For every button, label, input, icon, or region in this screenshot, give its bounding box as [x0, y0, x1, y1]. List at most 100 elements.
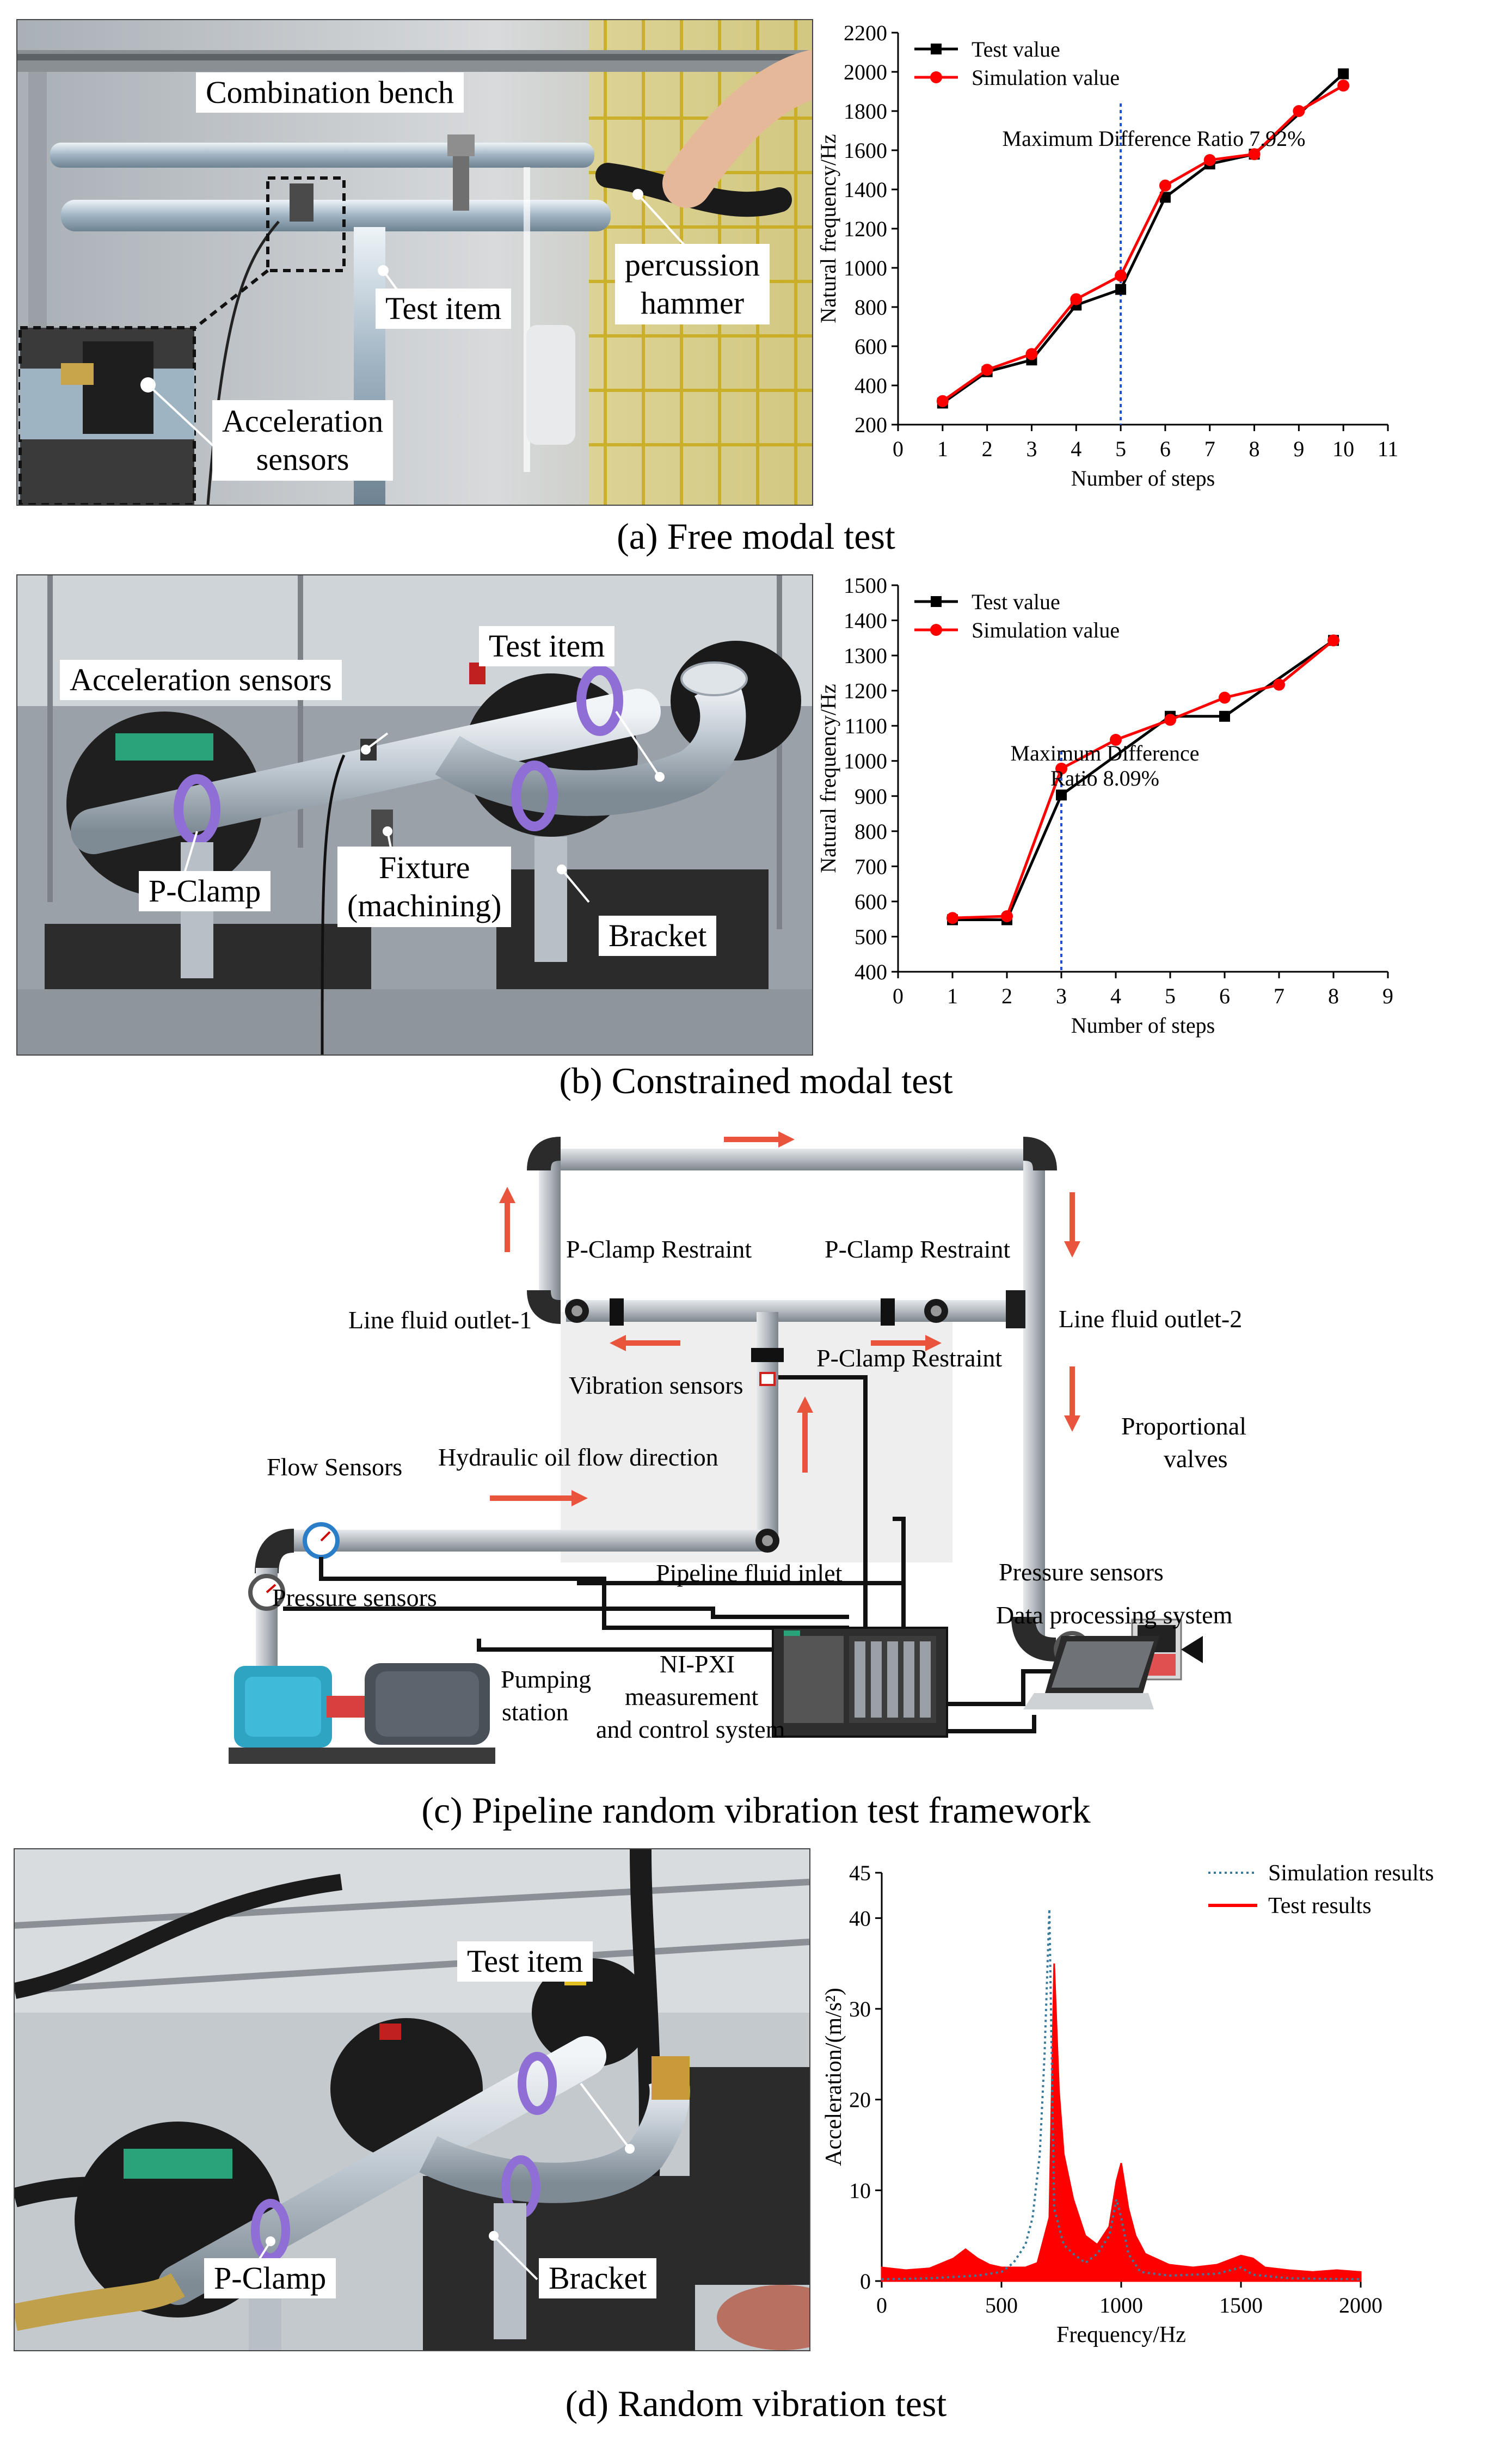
x-tick-label: 8 [1328, 984, 1339, 1008]
test-item-stem [757, 1312, 778, 1541]
pressure-gauge-left [248, 1574, 285, 1611]
simulation-point [1293, 105, 1305, 117]
hammer-label-line2: hammer [641, 285, 745, 321]
x-tick-label: 10 [1332, 437, 1354, 461]
x-tick-label: 1 [937, 437, 948, 461]
simulation-point [936, 395, 949, 407]
fixture-label-line1: Fixture [378, 850, 470, 885]
series-line-test [942, 72, 1344, 404]
label-pumping-2: station [502, 1698, 569, 1726]
vibration-sensor-box [759, 1372, 776, 1386]
flow-sensor-gauge [303, 1522, 340, 1559]
inlet-pipe [283, 1530, 773, 1552]
y-tick-label: 1200 [844, 679, 887, 703]
x-tick-label: 2 [982, 437, 993, 461]
x-tick-label: 2000 [1339, 2293, 1382, 2318]
x-tick-label: 0 [893, 437, 903, 461]
simulation-point [981, 364, 993, 376]
simulation-point [1159, 179, 1171, 192]
arrow-top [724, 1131, 795, 1148]
label-pclamp-2: P-Clamp Restraint [825, 1235, 1010, 1263]
simulation-point [1273, 678, 1285, 691]
x-tick-label: 11 [1378, 437, 1399, 461]
x-tick-label: 7 [1204, 437, 1215, 461]
pipe-left-riser [539, 1149, 561, 1312]
connector-right [1006, 1290, 1025, 1328]
legend-label: Test value [972, 590, 1060, 614]
label-inlet: Pipeline fluid inlet [656, 1559, 843, 1587]
laptop [1023, 1636, 1159, 1709]
simulation-point [946, 912, 958, 924]
simulation-point [1164, 714, 1176, 726]
max-difference-annotation: Maximum Difference [1011, 741, 1200, 765]
pumping-station [229, 1663, 495, 1764]
y-tick-label: 20 [849, 2088, 871, 2112]
x-tick-label: 1500 [1219, 2293, 1263, 2318]
legend-marker [931, 44, 942, 54]
inlet-joint-core [762, 1535, 773, 1546]
y-tick-label: 1500 [844, 573, 887, 598]
simulation-point [1248, 148, 1261, 161]
y-tick-label: 900 [855, 784, 887, 808]
pclamp-restraint-3 [751, 1348, 784, 1362]
label-nipxi-3: and control system [596, 1715, 785, 1743]
x-tick-label: 4 [1071, 437, 1081, 461]
y-tick-label: 800 [855, 819, 887, 844]
legend-label: Simulation value [972, 618, 1120, 642]
series-line-test [952, 639, 1335, 921]
pclamp-label-d: P-Clamp [204, 2258, 336, 2298]
y-tick-label: 1600 [844, 138, 887, 163]
label-pclamp-3: P-Clamp Restraint [816, 1344, 1002, 1372]
hammer-label: percussion hammer [615, 244, 770, 324]
label-proportional-1: Proportional [1121, 1412, 1246, 1440]
x-tick-label: 2 [1001, 984, 1012, 1008]
fixture-label-line2: (machining) [347, 888, 502, 923]
y-tick-label: 30 [849, 1997, 871, 2021]
y-tick-label: 1000 [844, 256, 887, 280]
y-axis-label: Acceleration/(m/s²) [821, 1988, 846, 2166]
inlet-elbow [255, 1529, 295, 1574]
label-pressure-left: Pressure sensors [272, 1584, 437, 1611]
test-point [1219, 710, 1230, 722]
label-data-processing: Data processing system [996, 1601, 1233, 1629]
test-point [1338, 68, 1349, 79]
x-axis-label: Number of steps [1071, 466, 1215, 491]
ni-pxi-chassis [772, 1627, 948, 1738]
x-tick-label: 0 [876, 2293, 887, 2318]
arrow-right-down-1 [1064, 1192, 1080, 1258]
sensors-label-a-line1: Acceleration [222, 403, 384, 439]
sensors-label-b: Acceleration sensors [60, 660, 342, 700]
simulation-point [1219, 691, 1231, 704]
y-tick-label: 1800 [844, 99, 887, 124]
arrow-left-up [499, 1187, 515, 1252]
x-tick-label: 6 [1219, 984, 1230, 1008]
simulation-point [1025, 348, 1038, 360]
framework-diagram: P-Clamp Restraint P-Clamp Restraint P-Cl… [229, 1131, 1246, 1764]
label-flow-sensors: Flow Sensors [267, 1453, 402, 1481]
test-item-pipe [566, 1300, 936, 1322]
x-tick-label: 5 [1115, 437, 1126, 461]
test-point [1159, 192, 1171, 203]
outlet2-pipe [936, 1300, 1018, 1322]
test-item-label-a: Test item [376, 289, 512, 329]
caption-a: (a) Free modal test [617, 516, 895, 557]
legend-marker [930, 71, 942, 83]
simulation-results-line [881, 1909, 1361, 2280]
bracket-label-d: Bracket [539, 2258, 657, 2298]
legend-label: Simulation value [972, 65, 1120, 90]
x-tick-label: 5 [1165, 984, 1176, 1008]
x-tick-label: 0 [893, 984, 903, 1008]
y-tick-label: 500 [855, 924, 887, 949]
caption-c: (c) Pipeline random vibration test frame… [421, 1789, 1091, 1831]
simulation-point [1055, 762, 1067, 775]
label-pressure-right: Pressure sensors [999, 1558, 1164, 1586]
pipe-top [539, 1149, 1040, 1170]
bench-label: Combination bench [196, 72, 464, 113]
y-axis-label: Natural frequency/Hz [816, 684, 840, 873]
x-tick-label: 9 [1293, 437, 1304, 461]
test-point [1056, 789, 1067, 801]
caption-d: (d) Random vibration test [565, 2383, 947, 2424]
label-proportional-2: valves [1164, 1445, 1228, 1473]
x-tick-label: 500 [985, 2293, 1018, 2318]
